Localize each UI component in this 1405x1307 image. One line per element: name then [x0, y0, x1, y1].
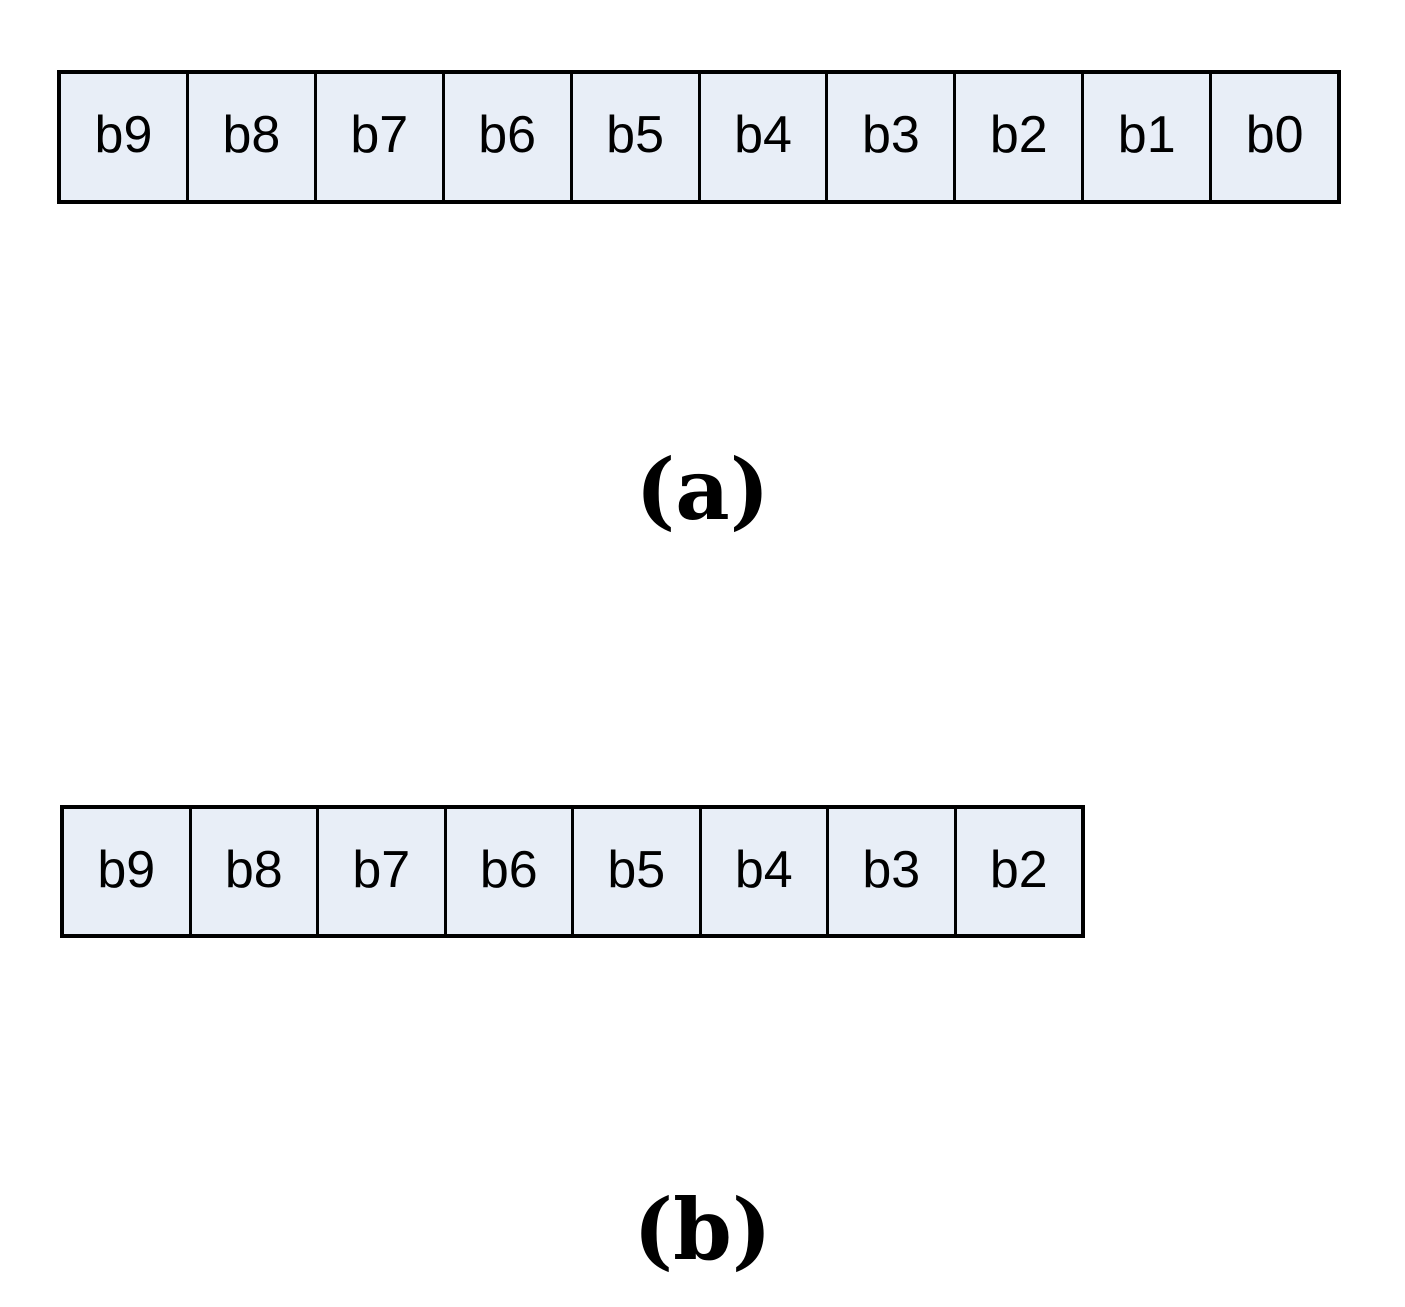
bit-cell-a-b7: b7: [313, 74, 442, 200]
bit-cell-b-b5: b5: [571, 809, 699, 934]
bit-cell-a-b4: b4: [697, 74, 826, 200]
caption-b: (b): [633, 1180, 772, 1279]
bit-cell-a-b2: b2: [953, 74, 1082, 200]
caption-a: (a): [635, 440, 770, 539]
bit-cell-b-b4: b4: [698, 809, 826, 934]
bit-cell-a-b6: b6: [441, 74, 570, 200]
bit-cell-a-b5: b5: [569, 74, 698, 200]
bit-cell-a-b3: b3: [825, 74, 954, 200]
bit-cell-a-b1: b1: [1081, 74, 1210, 200]
bit-register-a: b9 b8 b7 b6 b5 b4 b3 b2 b1 b0: [57, 70, 1341, 204]
bit-cell-b-b8: b8: [188, 809, 316, 934]
bit-cell-b-b6: b6: [443, 809, 571, 934]
bit-cell-a-b8: b8: [185, 74, 314, 200]
bit-cell-b-b3: b3: [826, 809, 954, 934]
bit-cell-a-b9: b9: [61, 74, 186, 200]
bit-cell-a-b0: b0: [1209, 74, 1338, 200]
bit-cell-b-b2: b2: [953, 809, 1081, 934]
bit-cell-b-b7: b7: [316, 809, 444, 934]
bit-cell-b-b9: b9: [64, 809, 189, 934]
bit-register-b: b9 b8 b7 b6 b5 b4 b3 b2: [60, 805, 1085, 938]
